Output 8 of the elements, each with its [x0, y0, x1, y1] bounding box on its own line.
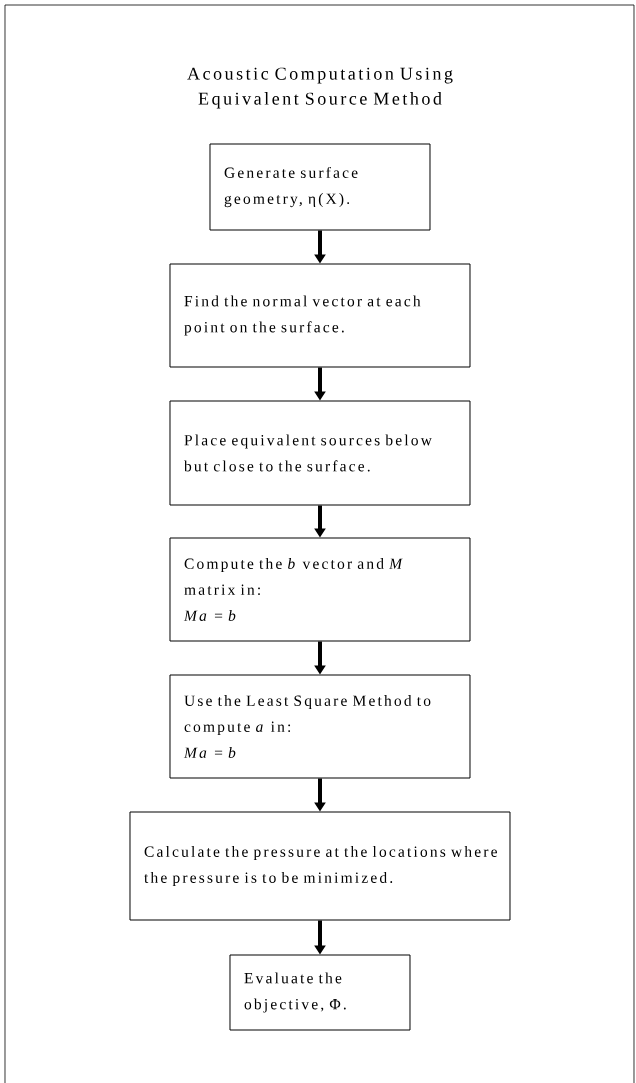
process-box: Use the Least Square Method to compute a in: Ma = b — [169, 674, 471, 779]
title: Acoustic Computation Using Equivalent Source Method — [187, 67, 453, 109]
process-box: Compute the b vector and M matrix in: Ma = b — [169, 537, 471, 642]
process-box: Evaluate the objective, Φ. — [229, 954, 411, 1031]
process-box: Find the normal vector at each point on the surface. — [169, 263, 471, 368]
process-box: Calculate the pressure at the locations where the pressure is to be minimized. — [129, 811, 511, 921]
process-box: Place equivalent sources below but close to the surface. — [169, 400, 471, 506]
process-box: Generate surface geometry, η(X). — [209, 143, 431, 231]
